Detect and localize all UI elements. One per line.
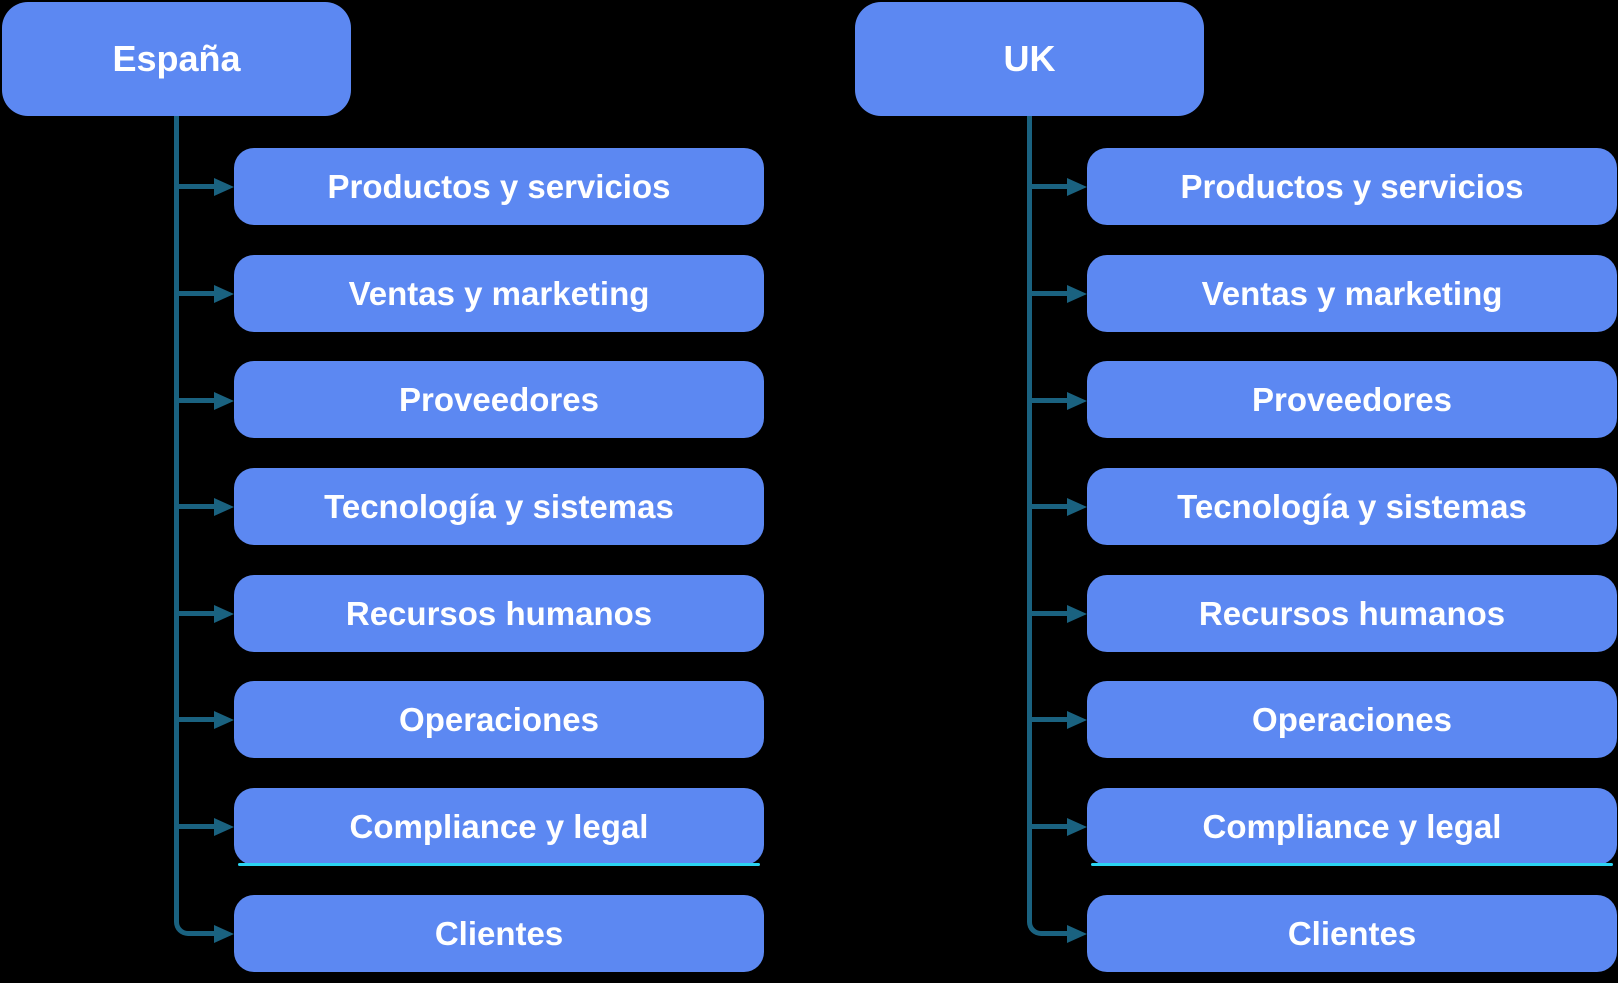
arrow-right-icon — [214, 177, 234, 196]
branch-line — [174, 604, 234, 623]
arrow-right-icon — [1067, 817, 1087, 836]
cyan-artifact-line — [238, 863, 760, 866]
node-espana-compliance-legal: Compliance y legal — [234, 788, 764, 866]
node-label: Productos y servicios — [327, 167, 671, 205]
branch-line — [192, 924, 234, 943]
branch-line — [1027, 177, 1087, 196]
node-espana: España — [2, 2, 351, 116]
cyan-artifact-line — [1091, 863, 1613, 866]
node-uk-recursos-humanos: Recursos humanos — [1087, 575, 1617, 652]
arrow-right-icon — [1067, 391, 1087, 410]
node-label: UK — [1003, 38, 1056, 79]
node-espana-clientes: Clientes — [234, 895, 764, 972]
node-label: España — [112, 38, 241, 79]
branch-line — [1045, 924, 1087, 943]
node-label: Compliance y legal — [1202, 807, 1502, 845]
branch-line — [1027, 284, 1087, 303]
arrow-right-icon — [1067, 497, 1087, 516]
arrow-right-icon — [214, 604, 234, 623]
branch-line — [174, 817, 234, 836]
node-uk-ventas-marketing: Ventas y marketing — [1087, 255, 1617, 332]
branch-line — [174, 177, 234, 196]
node-label: Tecnología y sistemas — [324, 487, 674, 525]
node-label: Tecnología y sistemas — [1177, 487, 1527, 525]
node-label: Recursos humanos — [1198, 594, 1506, 632]
node-label: Compliance y legal — [349, 807, 649, 845]
arrow-right-icon — [214, 817, 234, 836]
node-label: Clientes — [1287, 914, 1417, 952]
arrow-right-icon — [214, 284, 234, 303]
branch-line — [1027, 604, 1087, 623]
branch-line — [174, 391, 234, 410]
branch-line — [1027, 497, 1087, 516]
node-uk-proveedores: Proveedores — [1087, 361, 1617, 438]
node-label: Operaciones — [1252, 700, 1452, 738]
arrow-right-icon — [214, 924, 234, 943]
branch-line — [174, 497, 234, 516]
node-uk-tecnologia-sistemas: Tecnología y sistemas — [1087, 468, 1617, 545]
node-label: Ventas y marketing — [348, 274, 650, 312]
branch-line — [174, 284, 234, 303]
node-label: Proveedores — [399, 380, 599, 418]
node-label: Proveedores — [1252, 380, 1452, 418]
node-label: Clientes — [434, 914, 564, 952]
arrow-right-icon — [214, 391, 234, 410]
elbow-line — [174, 919, 205, 936]
arrow-right-icon — [1067, 284, 1087, 303]
trunk-line — [1027, 116, 1032, 919]
branch-line — [1027, 817, 1087, 836]
node-espana-ventas-marketing: Ventas y marketing — [234, 255, 764, 332]
node-uk: UK — [855, 2, 1204, 116]
branch-line — [174, 710, 234, 729]
arrow-right-icon — [1067, 604, 1087, 623]
branch-line — [1027, 710, 1087, 729]
node-label: Ventas y marketing — [1201, 274, 1503, 312]
elbow-line — [1027, 919, 1058, 936]
node-uk-operaciones: Operaciones — [1087, 681, 1617, 758]
node-uk-clientes: Clientes — [1087, 895, 1617, 972]
node-espana-recursos-humanos: Recursos humanos — [234, 575, 764, 652]
arrow-right-icon — [1067, 177, 1087, 196]
node-uk-productos-servicios: Productos y servicios — [1087, 148, 1617, 225]
espana-tree: España Productos y servicios Ventas y ma… — [0, 0, 765, 983]
arrow-right-icon — [1067, 710, 1087, 729]
node-label: Operaciones — [399, 700, 599, 738]
arrow-right-icon — [214, 710, 234, 729]
node-espana-proveedores: Proveedores — [234, 361, 764, 438]
trunk-line — [174, 116, 179, 919]
branch-line — [1027, 391, 1087, 410]
node-uk-compliance-legal: Compliance y legal — [1087, 788, 1617, 866]
uk-tree: UK Productos y servicios Ventas y market… — [853, 0, 1618, 983]
node-label: Recursos humanos — [345, 594, 653, 632]
node-espana-tecnologia-sistemas: Tecnología y sistemas — [234, 468, 764, 545]
node-espana-operaciones: Operaciones — [234, 681, 764, 758]
arrow-right-icon — [214, 497, 234, 516]
node-label: Productos y servicios — [1180, 167, 1524, 205]
node-espana-productos-servicios: Productos y servicios — [234, 148, 764, 225]
arrow-right-icon — [1067, 924, 1087, 943]
